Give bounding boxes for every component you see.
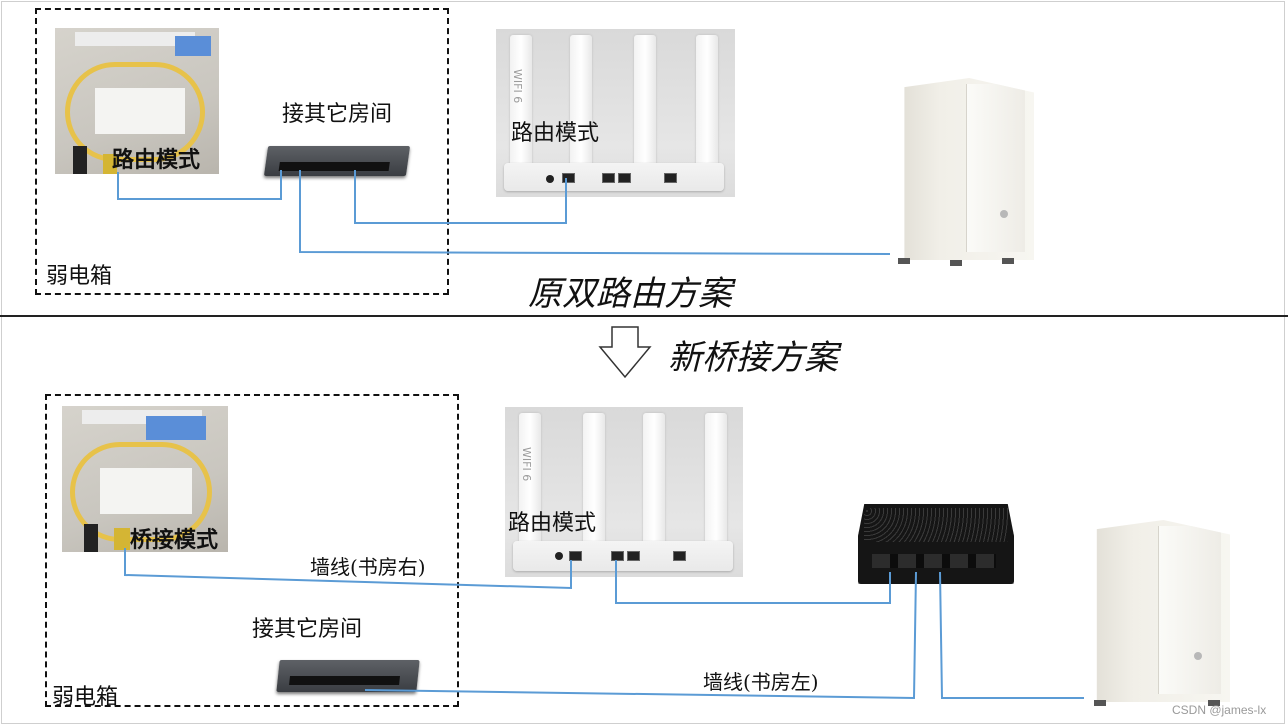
cable-switch-to-pc [299,170,891,255]
modem-bridge-mode-label: 桥接模式 [130,527,219,553]
router-mode-label-bottom: 路由模式 [508,511,597,536]
weak-current-box-bottom [45,394,459,707]
watermark: CSDN @james-lx [1172,703,1267,717]
cable-router-to-switch [615,560,891,604]
router-mode-label: 路由模式 [511,121,600,146]
switch-label-bottom: 接其它房间 [252,617,363,642]
cable-modem-to-switch [117,170,282,200]
down-arrow-icon [598,326,652,379]
cable-switch-to-wall-left [364,571,917,700]
wifi6-router-photo-bottom: WIFI 6 [505,407,743,577]
section-divider [0,315,1288,317]
weak-current-box-label: 弱电箱 [46,264,113,289]
switch-label: 接其它房间 [282,102,393,127]
wall-wire-left-label: 墙线(书房左) [703,670,819,694]
original-plan-title: 原双路由方案 [528,274,732,314]
desktop-pc-bottom [1096,520,1230,702]
weak-current-box-top [35,8,449,295]
cable-modem-to-router [124,548,572,590]
optical-modem-photo [55,28,219,174]
wall-wire-right-label: 墙线(书房右) [310,555,426,579]
modem-mode-label: 路由模式 [112,147,201,173]
cable-switch-to-router [354,170,567,224]
weak-current-box-label-bottom: 弱电箱 [52,685,119,710]
black-network-switch [858,504,1014,584]
desktop-pc [904,78,1034,260]
optical-modem-photo-bottom [62,406,228,552]
cable-switch-to-pc [939,571,1084,699]
wifi6-router-photo: WIFI 6 [496,29,735,197]
new-plan-title: 新桥接方案 [668,338,838,378]
